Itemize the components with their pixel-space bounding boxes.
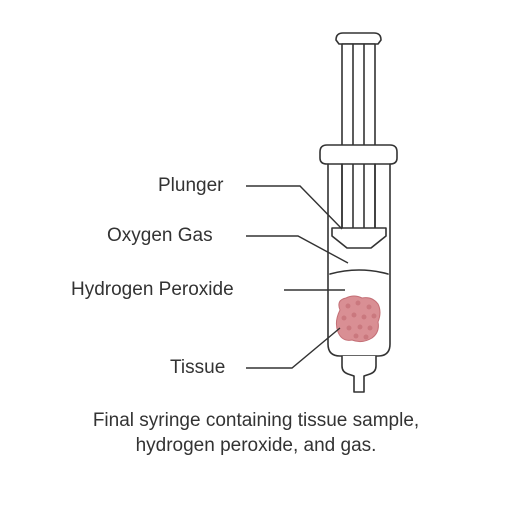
plunger-thumb-rest <box>335 32 382 45</box>
caption-line-2: hydrogen peroxide, and gas. <box>135 435 377 456</box>
oxygen-gas-label: Oxygen Gas <box>107 225 213 246</box>
hydrogen-peroxide-label: Hydrogen Peroxide <box>71 279 234 300</box>
barrel-flange <box>319 144 398 165</box>
tissue-label: Tissue <box>170 357 226 378</box>
oxygen-gas-leader-line <box>246 235 349 264</box>
liquid-surface <box>329 269 389 275</box>
plunger-rod <box>341 43 376 231</box>
tissue-leader-line <box>246 327 341 369</box>
tissue-sample <box>335 295 381 343</box>
plunger-leader-line <box>246 185 343 230</box>
syringe-tip <box>341 355 377 393</box>
plunger-label: Plunger <box>158 175 224 196</box>
plunger-stopper <box>331 227 387 249</box>
figure-caption: Final syringe containing tissue sample, … <box>0 408 512 458</box>
caption-line-1: Final syringe containing tissue sample, <box>92 410 420 431</box>
